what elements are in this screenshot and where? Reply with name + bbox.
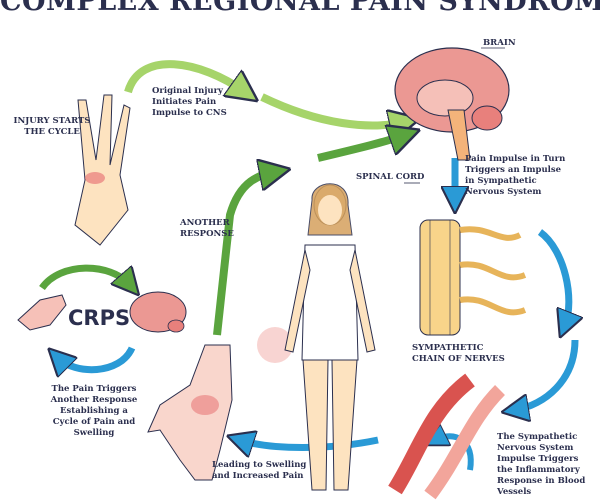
arrow-response-to-brain <box>317 135 405 162</box>
arrow-nerves-down <box>537 229 569 325</box>
arrow-small-cycle-bottom <box>58 346 136 370</box>
arrow-cns-to-brain <box>260 93 405 125</box>
woman-figure-illustration <box>257 183 376 491</box>
pain-triggers-label: The Pain Triggers Another Response Estab… <box>50 384 138 438</box>
arrow-injury-to-cns <box>124 60 245 92</box>
brain-label: BRAIN <box>483 38 516 48</box>
arrow-to-vessels <box>515 339 579 410</box>
sympathetic-chain-illustration <box>419 219 527 336</box>
small-hand-illustration <box>17 294 67 331</box>
injury-label: INJURY STARTS THE CYCLE <box>13 116 91 137</box>
blood-vessels-illustration <box>388 373 506 500</box>
leading-to-label: Leading to Swelling and Increased Pain <box>212 460 307 481</box>
arrow-vessels-to-hand <box>240 440 379 448</box>
original-injury-label: Original Injury Initiates Pain Impulse t… <box>152 86 227 118</box>
crps-label: CRPS <box>68 306 131 330</box>
brain-illustration <box>394 47 510 161</box>
small-brain-illustration <box>129 291 187 333</box>
injured-hand-illustration <box>74 94 131 246</box>
sympathetic-chain-label: SYMPATHETIC CHAIN OF NERVES <box>412 343 505 364</box>
arrow-another-response <box>213 172 275 336</box>
arrow-small-cycle-top <box>39 264 130 288</box>
spinal-cord-label: SPINAL CORD <box>356 172 425 182</box>
swollen-hand-illustration <box>147 344 233 481</box>
another-response-label: ANOTHER RESPONSE <box>180 218 234 239</box>
sympathetic-impulse-label: The Sympathetic Nervous System Impulse T… <box>497 432 586 497</box>
page-title: COMPLEX REGIONAL PAIN SYNDROME <box>0 0 600 17</box>
pain-impulse-label: Pain Impulse in Turn Triggers an Impulse… <box>465 154 566 197</box>
